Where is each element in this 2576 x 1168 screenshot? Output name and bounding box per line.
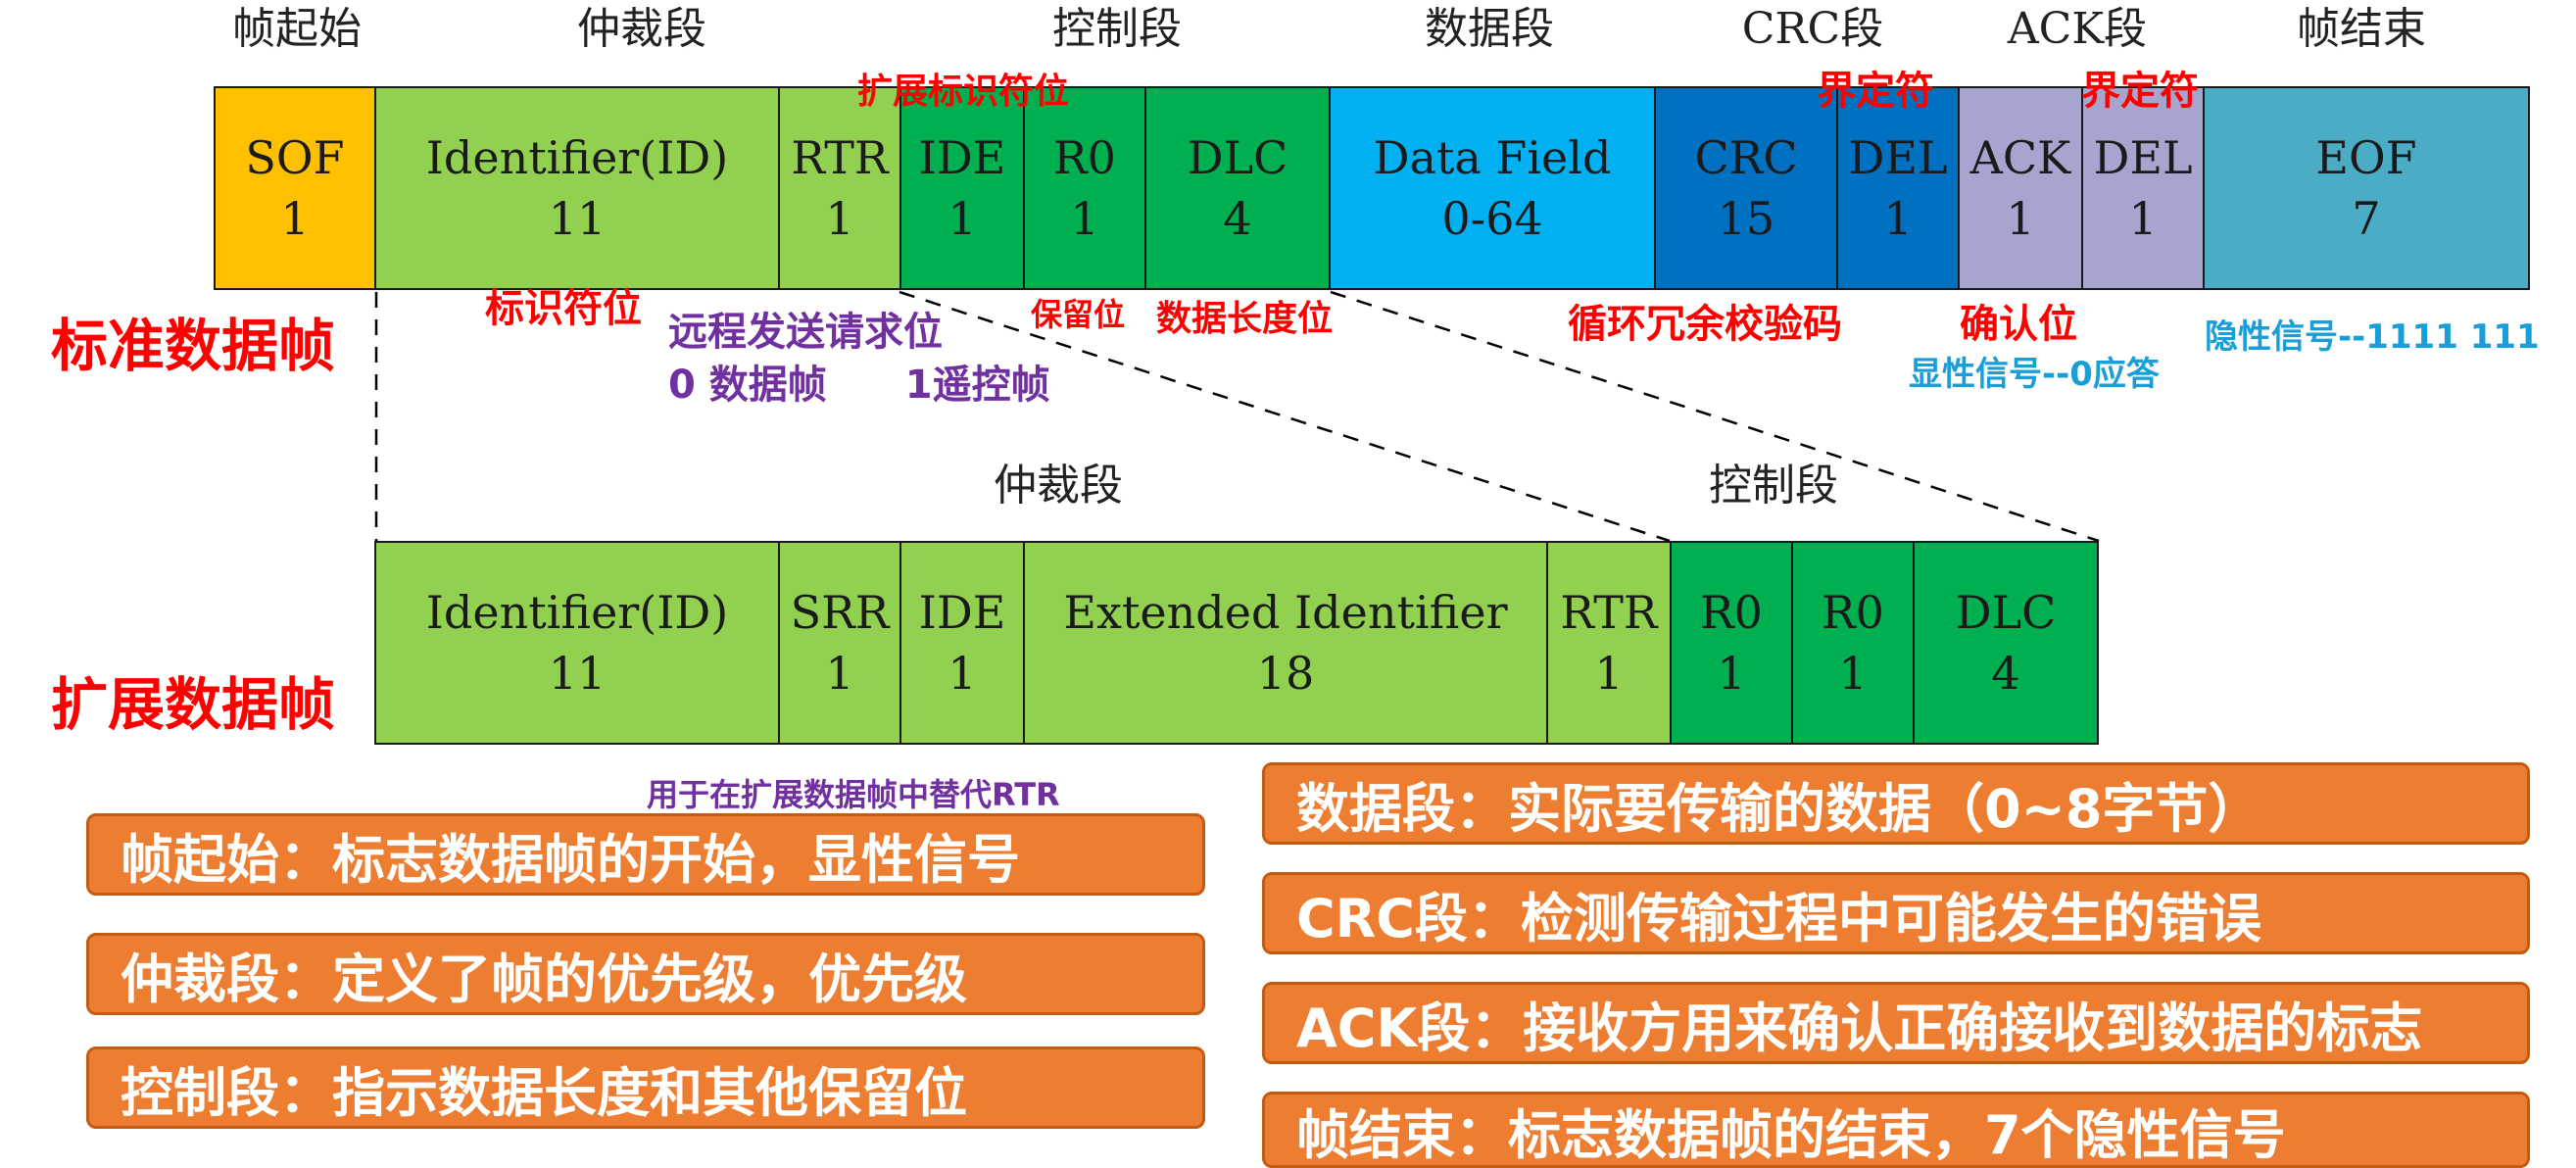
segment-title-ack: ACK段 bbox=[2007, 4, 2148, 54]
description-ack: ACK段：接收方用来确认正确接收到数据的标志 bbox=[1262, 982, 2530, 1064]
ext-cell-identifier: Identifier(ID)11 bbox=[374, 541, 780, 745]
ext-title-arbitration: 仲裁段 bbox=[994, 461, 1123, 511]
segment-title-control: 控制段 bbox=[1052, 4, 1182, 54]
annotation-ext-flag: 扩展标识符位 bbox=[857, 72, 1070, 112]
annotation-ack-slot: 显性信号--0应答 bbox=[1909, 355, 2160, 394]
dlc-dashed-line bbox=[1330, 290, 2100, 543]
segment-title-sof: 帧起始 bbox=[232, 4, 362, 54]
annotation-reserved: 保留位 bbox=[1031, 296, 1126, 333]
standard-frame-label: 标准数据帧 bbox=[51, 313, 336, 379]
annotation-eof: 隐性信号--1111 111 bbox=[2205, 317, 2540, 357]
segment-title-crc: CRC段 bbox=[1741, 4, 1884, 54]
annotation-crc: 循环冗余校验码 bbox=[1568, 302, 1842, 347]
annotation-ack: 确认位 bbox=[1960, 302, 2077, 347]
description-data: 数据段：实际要传输的数据（0~8字节） bbox=[1262, 762, 2530, 845]
segment-title-arbitration: 仲裁段 bbox=[577, 4, 706, 54]
annotation-ack-delimiter: 界定符 bbox=[2081, 69, 2199, 114]
annotation-srr: 用于在扩展数据帧中替代RTR bbox=[647, 776, 1060, 813]
description-control: 控制段：指示数据长度和其他保留位 bbox=[86, 1046, 1205, 1129]
annotation-rtr-line2: 0 数据帧 1遥控帧 bbox=[668, 363, 1050, 408]
std-cell-identifier: Identifier(ID)11 bbox=[374, 86, 780, 290]
annotation-rtr-line1: 远程发送请求位 bbox=[668, 310, 943, 355]
description-eof: 帧结束：标志数据帧的结束，7个隐性信号 bbox=[1262, 1092, 2530, 1168]
description-crc: CRC段：检测传输过程中可能发生的错误 bbox=[1262, 872, 2530, 954]
extended-frame-label: 扩展数据帧 bbox=[51, 671, 336, 738]
annotation-crc-delimiter: 界定符 bbox=[1817, 69, 1934, 114]
annotation-identifier: 标识符位 bbox=[485, 286, 642, 331]
description-sof: 帧起始：标志数据帧的开始，显性信号 bbox=[86, 813, 1205, 896]
annotation-dlc: 数据长度位 bbox=[1156, 299, 1334, 339]
segment-title-data: 数据段 bbox=[1425, 4, 1554, 54]
segment-title-eof: 帧结束 bbox=[2297, 4, 2426, 54]
ext-title-control: 控制段 bbox=[1709, 461, 1838, 511]
description-arbitration: 仲裁段：定义了帧的优先级，优先级 bbox=[86, 933, 1205, 1015]
